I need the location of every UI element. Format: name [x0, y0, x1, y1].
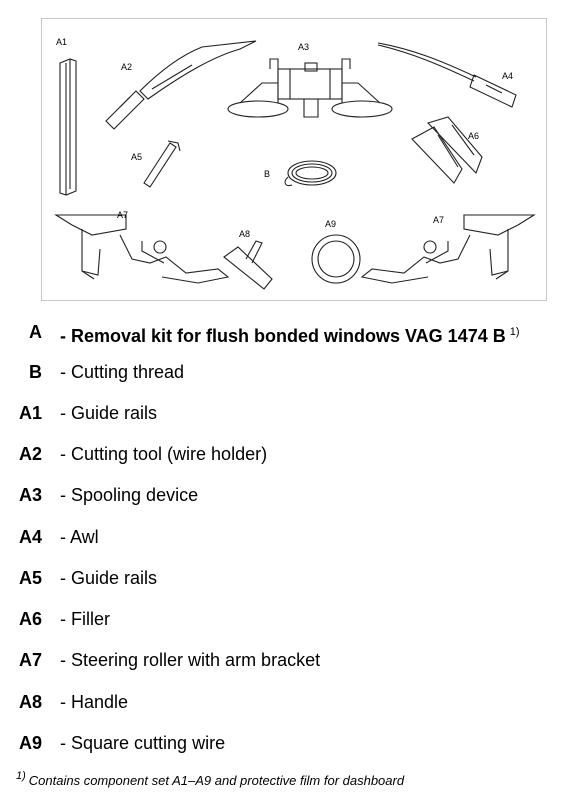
legend-item-b: B - Cutting thread [0, 360, 588, 384]
legend-item-a8: A8 - Handle [0, 690, 588, 714]
figure-label-a9: A9 [325, 219, 337, 229]
legend-description: - Handle [60, 692, 129, 712]
footnote-text: Contains component set A1–A9 and protect… [28, 773, 405, 788]
legend-key: A [29, 322, 42, 342]
guide-rail-a5-drawing [143, 140, 181, 188]
cutting-thread-drawing [284, 160, 337, 187]
spooling-device-drawing [227, 58, 393, 118]
tool-kit-drawing [54, 40, 536, 290]
legend-key: A4 [18, 527, 42, 547]
figure-label-a2: A2 [121, 62, 133, 72]
legend-key: A5 [18, 568, 42, 588]
handle-drawing [223, 240, 273, 290]
figure-label-a6: A6 [468, 131, 480, 141]
legend-description: - Cutting tool (wire holder) [60, 444, 268, 464]
square-cutting-wire-drawing [311, 234, 361, 284]
legend-key: A8 [18, 692, 42, 712]
legend-description: - Square cutting wire [60, 733, 226, 753]
figure-label-b: B [264, 169, 271, 179]
legend-item-a4: A4 - Awl [0, 525, 588, 549]
legend-key: A9 [18, 733, 42, 753]
legend-item-a9: A9 - Square cutting wire [0, 731, 588, 755]
steering-roller-left-drawing [54, 214, 230, 284]
legend-description: - Filler [60, 609, 110, 629]
legend-description: - Guide rails [60, 568, 158, 588]
figure-label-a7-right: A7 [433, 215, 445, 225]
legend-item-a: A - Removal kit for flush bonded windows… [0, 320, 588, 346]
figure-label-a5: A5 [131, 152, 143, 162]
legend-description: - Cutting thread [60, 362, 185, 382]
footnote-reference: 1) [509, 326, 520, 338]
legend-item-a5: A5 - Guide rails [0, 566, 588, 590]
filler-drawing [411, 116, 483, 184]
footnote-mark: 1) [16, 770, 26, 782]
legend-description: - Spooling device [60, 485, 199, 505]
legend-item-a6: A6 - Filler [0, 607, 588, 631]
figure-label-a3: A3 [298, 42, 310, 52]
legend-key: B [29, 362, 42, 382]
legend-description: - Awl [60, 527, 99, 547]
steering-roller-right-drawing [360, 214, 536, 284]
legend-item-a2: A2 - Cutting tool (wire holder) [0, 442, 588, 466]
legend-item-a3: A3 - Spooling device [0, 483, 588, 507]
cutting-tool-drawing [105, 40, 257, 130]
legend-description: - Steering roller with arm bracket [60, 650, 321, 670]
figure-label-a8: A8 [239, 229, 251, 239]
legend-key: A3 [18, 485, 42, 505]
legend-key: A6 [18, 609, 42, 629]
legend-key: A1 [18, 403, 42, 423]
guide-rail-a1-drawing [59, 58, 77, 196]
legend-description: - Guide rails [60, 403, 158, 423]
legend-key: A7 [18, 650, 42, 670]
legend-key: A2 [18, 444, 42, 464]
legend-item-a7: A7 - Steering roller with arm bracket [0, 648, 588, 672]
tool-kit-illustration: A1 A2 A3 A4 A5 A6 B A7 A8 A9 A7 [41, 18, 547, 301]
figure-label-a7-left: A7 [117, 210, 129, 220]
figure-label-a1: A1 [56, 37, 68, 47]
legend-description: - Removal kit for flush bonded windows V… [60, 320, 520, 348]
footnote: 1)Contains component set A1–A9 and prote… [16, 770, 404, 788]
legend-description-text: - Removal kit for flush bonded windows V… [60, 326, 506, 346]
legend-item-a1: A1 - Guide rails [0, 401, 588, 425]
awl-drawing [377, 42, 517, 108]
figure-label-a4: A4 [502, 71, 514, 81]
